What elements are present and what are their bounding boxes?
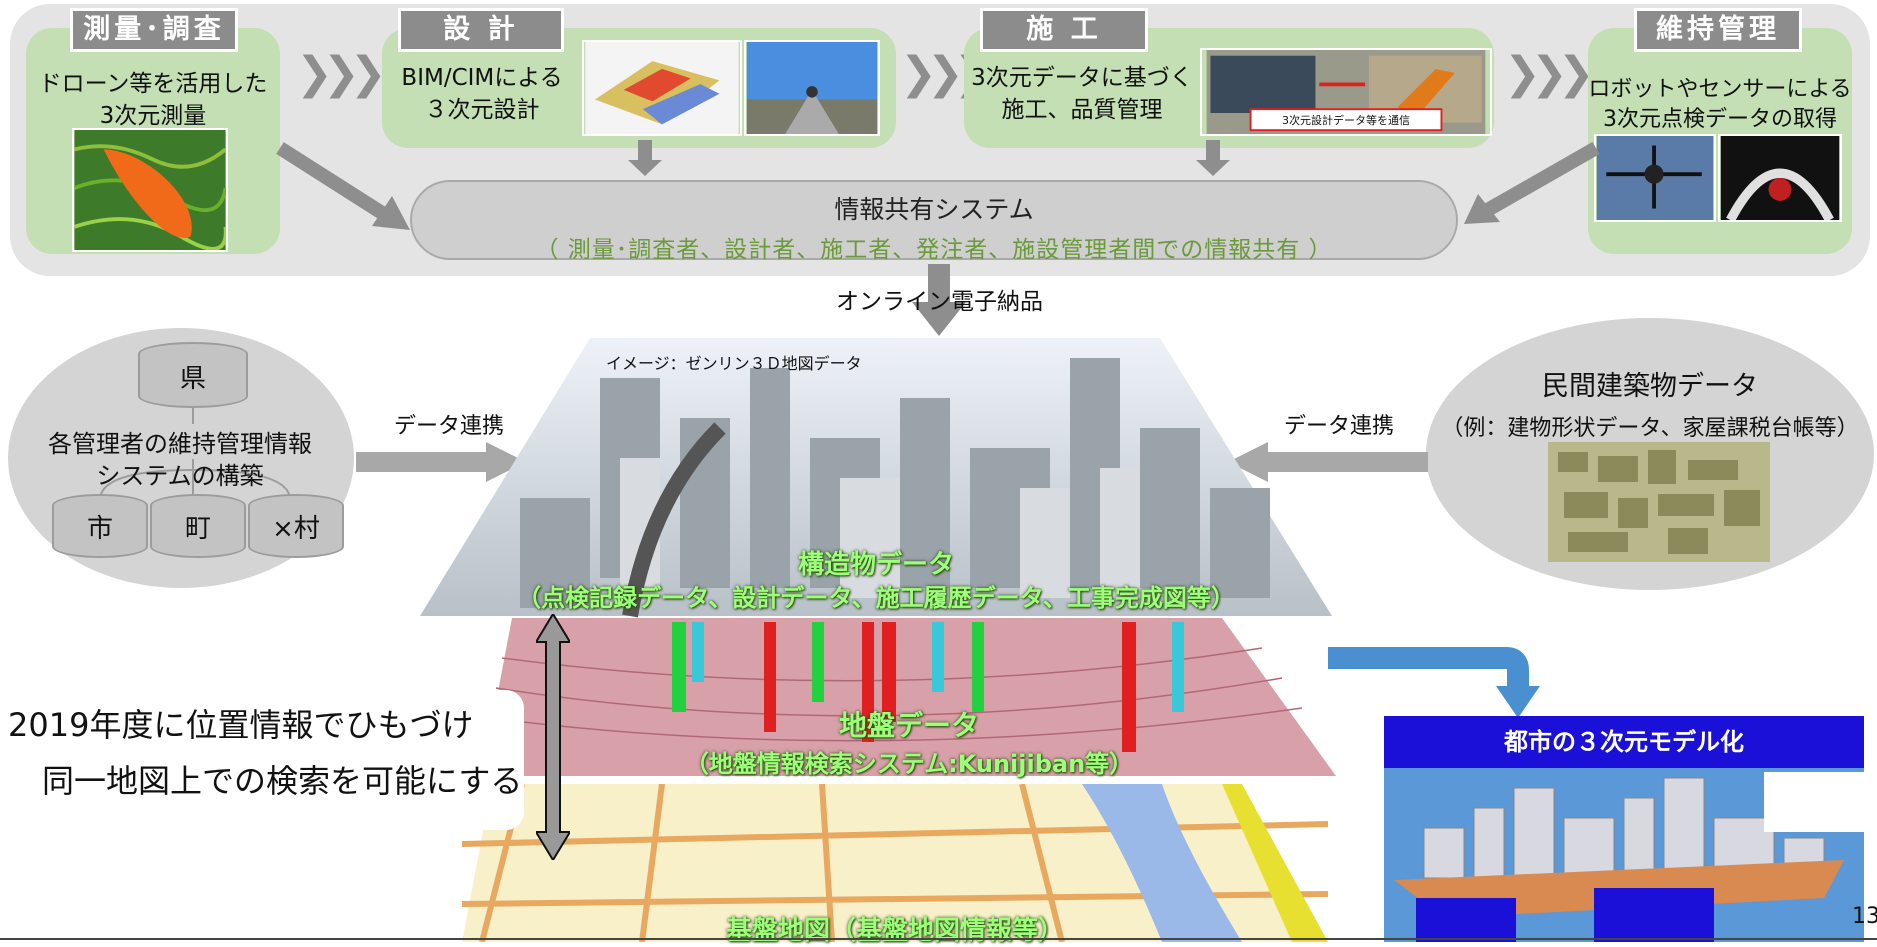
private-building-title: 民間建築物データ [1542,371,1758,402]
info-system-subtitle: （ 測量･調査者、設計者、施工者、発注者、施設管理者間での情報共有 ） [535,237,1333,263]
page-number: 13 [1852,904,1877,929]
stage-survey-text-1: ドローン等を活用した [38,71,268,97]
private-building-subtitle: （例：建物形状データ、家屋課税台帳等） [1441,416,1859,441]
info-sharing-system: 情報共有システム （ 測量･調査者、設計者、施工者、発注者、施設管理者間での情報… [410,180,1458,263]
ground-data-subtitle: （地盤情報検索システム:Kunijiban等） [684,750,1134,778]
stage-maintenance-text-2: 3次元点検データの取得 [1603,107,1837,132]
stage-maintenance-label: 維持管理 [1634,8,1802,52]
base-map-layer [462,784,1328,942]
city-3d-model-image [1384,768,1864,942]
structure-data-subtitle: （点検記録データ、設計データ、施工履歴データ、工事完成図等） [517,584,1235,612]
stage-design-text-1: BIM/CIMによる [401,65,563,91]
callout-line-2: 同一地図上での検索を可能にする [42,762,523,800]
construction-photo [1200,48,1492,136]
right-link-arrow [1228,442,1428,482]
stage-construction-text-1: 3次元データに基づく [971,65,1193,91]
stage-design-label: 設 計 [398,8,564,52]
right-data-link-label: データ連携 [1284,414,1395,439]
bottom-divider [0,938,1877,940]
database-town: 町 [150,494,246,558]
chevron-icon: ❯❯❯ [296,48,387,99]
construction-photo-caption: 3次元設計データ等を通信 [1282,114,1410,127]
link-double-arrow [536,614,570,860]
stage-survey-label: 測量･調査 [70,8,238,52]
online-delivery-label: オンライン電子納品 [836,289,1043,315]
callout-box [0,690,524,830]
left-link-arrow [356,442,526,482]
chevron-icon: ❯❯❯ [1504,48,1595,99]
drone-inspection-photo [1594,134,1716,222]
structure-data-title: 構造物データ [797,550,954,580]
stage-maintenance-text-1: ロボットやセンサーによる [1588,77,1852,102]
base-map-title: 基盤地図（基盤地図情報等） [725,916,1064,946]
left-data-link-label: データ連携 [394,414,505,439]
structure-layer [420,338,1332,618]
database-prefecture: 県 [138,342,248,408]
management-text-1: 各管理者の維持管理情報 [30,424,330,459]
drone-survey-photo [72,128,228,252]
image-credit: イメージ：ゼンリン３Ｄ地図データ [606,354,862,373]
design-view-image [744,40,880,136]
stage-survey-text-2: 3次元測量 [99,103,207,129]
callout-line-1: 2019年度に位置情報でひもづけ [8,706,474,744]
database-village: ×村 [248,494,344,558]
info-system-title: 情報共有システム [834,195,1034,224]
flow-arrows [276,140,1600,336]
tunnel-inspection-photo [1718,134,1842,222]
management-text-2: システムの構築 [96,462,264,490]
database-city: 市 [52,494,148,558]
ground-layer [482,618,1336,776]
bim-model-image [582,40,742,136]
stage-construction-label: 施 工 [980,8,1148,52]
blue-arrow [1328,647,1540,718]
stage-design-text-2: ３次元設計 [424,97,540,123]
city-model-title: 都市の３次元モデル化 [1384,716,1864,768]
ground-data-title: 地盤データ [838,709,979,742]
stage-construction-text-2: 施工、品質管理 [1001,97,1163,123]
building-footprint-image [1548,442,1770,562]
